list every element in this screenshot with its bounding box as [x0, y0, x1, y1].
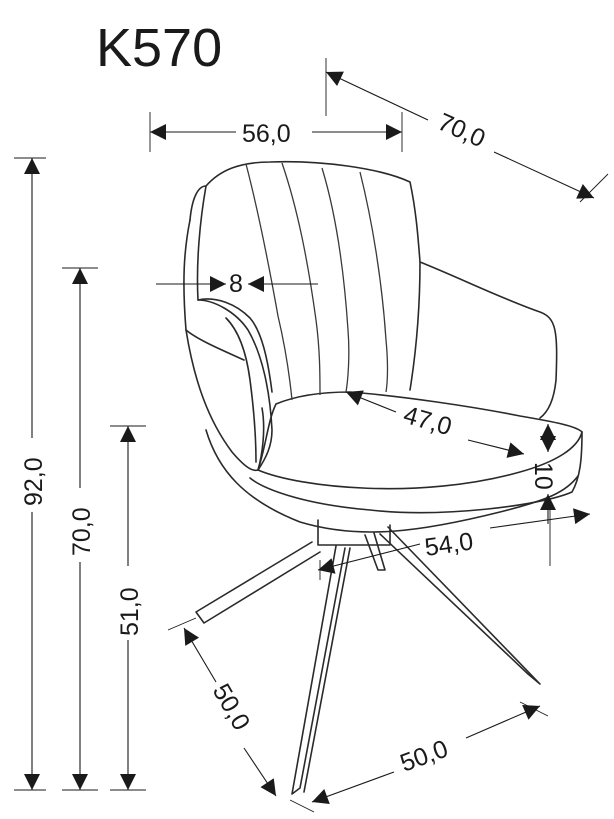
dim-seat-depth-label: 47,0: [400, 401, 455, 441]
chair-illustration: [183, 160, 583, 795]
backrest-seams: [245, 162, 389, 401]
dim-seat-width-label: 54,0: [423, 527, 475, 562]
dim-arm-gap-label: 8: [229, 270, 243, 298]
dim-arm-height-label: 70,0: [68, 507, 96, 556]
dimension-lines: [14, 58, 609, 813]
seat-bottom-edge: [205, 429, 579, 533]
backrest: [183, 160, 558, 472]
dim-depth-top-label: 70,0: [434, 108, 490, 153]
dim-width-top-label: 56,0: [242, 120, 291, 148]
dim-base-right-label: 50,0: [396, 735, 451, 778]
product-title: K570: [96, 18, 222, 78]
dim-seat-thickness-label: 10: [529, 462, 557, 490]
dim-seat-height-label: 51,0: [116, 587, 144, 636]
chair-base: [195, 519, 541, 795]
dimension-labels: 56,0 70,0 8 47,0 10 54,0 92,0 70,0 51,0 …: [20, 108, 557, 778]
dim-total-height-label: 92,0: [20, 457, 48, 506]
dim-base-left-label: 50,0: [207, 679, 256, 735]
